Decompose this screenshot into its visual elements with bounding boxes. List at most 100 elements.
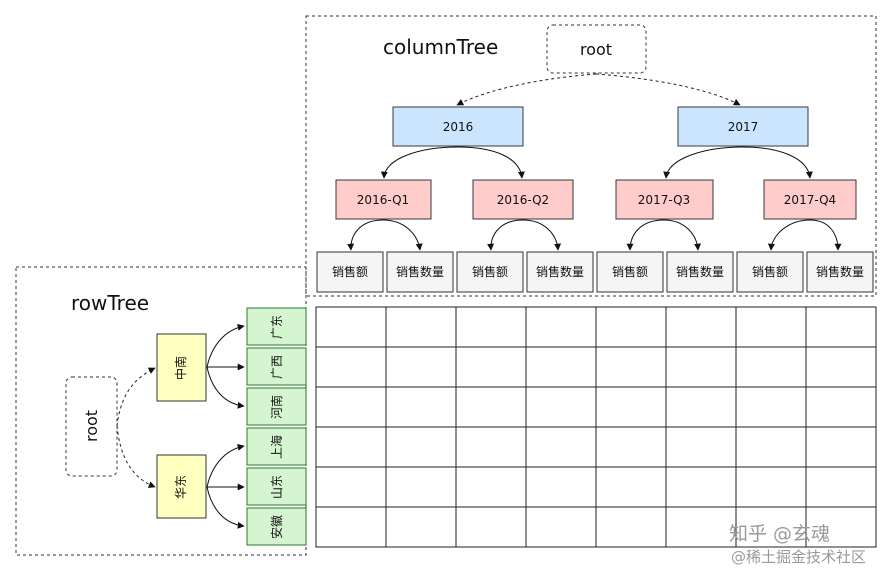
row-root-edge-down xyxy=(116,425,156,488)
row-root-label: root xyxy=(82,410,101,442)
data-cell xyxy=(315,386,387,428)
data-cell xyxy=(805,346,877,388)
measure-node: 销售数量 xyxy=(526,251,594,293)
province-label: 山东 xyxy=(270,475,284,499)
measure-label: 销售额 xyxy=(612,264,648,279)
data-cell xyxy=(455,386,527,428)
data-cell xyxy=(805,386,877,428)
row-tree-title: rowTree xyxy=(71,291,149,315)
edge-2016-q1 xyxy=(380,146,459,179)
data-cell xyxy=(385,386,457,428)
quarter-node-2016-q1: 2016-Q1 xyxy=(335,179,432,220)
data-cell xyxy=(735,426,807,468)
data-cell xyxy=(595,306,667,348)
data-cell xyxy=(735,306,807,348)
measure-node: 销售数量 xyxy=(666,251,734,293)
edge-2016-q2 xyxy=(457,146,525,179)
quarter-label: 2016-Q2 xyxy=(497,193,549,207)
data-cell xyxy=(455,506,527,548)
data-cell xyxy=(455,426,527,468)
year-node-2016: 2016 xyxy=(392,106,524,147)
quarter-node-2016-q2: 2016-Q2 xyxy=(472,179,574,220)
province-label: 上海 xyxy=(269,435,284,459)
data-cell-grid xyxy=(315,306,877,548)
measure-label: 销售额 xyxy=(752,264,788,279)
data-cell xyxy=(385,346,457,388)
measure-label: 销售数量 xyxy=(396,264,444,279)
province-label: 河南 xyxy=(269,395,284,419)
measure-nodes: 销售额 销售数量 销售额 销售数量 销售额 销售数量 销售额 销售数量 xyxy=(316,251,874,293)
data-cell xyxy=(385,426,457,468)
measure-label: 销售数量 xyxy=(816,264,864,279)
measure-label: 销售数量 xyxy=(676,264,724,279)
data-cell xyxy=(455,306,527,348)
quarter-label: 2017-Q4 xyxy=(784,193,836,207)
watermark-line-2: @稀土掘金技术社区 xyxy=(731,548,866,566)
data-cell xyxy=(385,306,457,348)
data-cell xyxy=(805,426,877,468)
data-cell xyxy=(525,386,597,428)
region-node-zhongnan: 中南 xyxy=(156,333,207,402)
data-cell xyxy=(315,466,387,508)
data-cell xyxy=(315,306,387,348)
data-cell xyxy=(805,506,877,548)
region-label: 中南 xyxy=(173,356,188,380)
edge-2017-q3 xyxy=(663,146,744,179)
data-cell xyxy=(525,506,597,548)
province-node: 河南 xyxy=(246,387,307,426)
data-cell xyxy=(315,426,387,468)
region-province-edges xyxy=(206,323,245,529)
year-node-2017: 2017 xyxy=(677,106,809,147)
province-node: 上海 xyxy=(246,427,307,466)
data-cell xyxy=(595,466,667,508)
province-nodes: 广东 广西 河南 上海 山东 安徽 xyxy=(246,307,307,546)
column-root-node: root xyxy=(546,24,647,74)
measure-label: 销售额 xyxy=(472,264,508,279)
measure-node: 销售数量 xyxy=(806,251,874,293)
data-cell xyxy=(455,346,527,388)
year-label: 2016 xyxy=(443,120,474,134)
province-label: 广西 xyxy=(270,355,284,379)
data-cell xyxy=(525,466,597,508)
measure-node: 销售额 xyxy=(456,251,524,293)
data-cell xyxy=(315,506,387,548)
quarter-label: 2016-Q1 xyxy=(357,193,409,207)
data-cell xyxy=(595,386,667,428)
data-cell xyxy=(525,346,597,388)
measure-node: 销售数量 xyxy=(386,251,454,293)
province-node: 安徽 xyxy=(246,507,307,546)
data-cell xyxy=(665,346,737,388)
column-root-edge-left xyxy=(456,73,597,106)
column-root-label: root xyxy=(580,40,612,59)
row-root-node: root xyxy=(65,376,118,477)
column-root-edge-right xyxy=(595,73,741,106)
region-label: 华东 xyxy=(174,475,188,499)
data-cell xyxy=(665,506,737,548)
province-node: 广东 xyxy=(246,307,307,346)
data-cell xyxy=(525,306,597,348)
data-cell xyxy=(665,466,737,508)
province-label: 安徽 xyxy=(269,515,284,539)
data-cell xyxy=(595,426,667,468)
quarter-node-2017-q4: 2017-Q4 xyxy=(763,179,857,220)
data-cell xyxy=(735,506,807,548)
quarter-label: 2017-Q3 xyxy=(638,193,690,207)
data-cell xyxy=(735,466,807,508)
data-cell xyxy=(665,386,737,428)
data-cell xyxy=(595,506,667,548)
data-cell xyxy=(805,306,877,348)
row-root-edge-up xyxy=(116,367,156,427)
measure-node: 销售额 xyxy=(596,251,664,293)
province-node: 山东 xyxy=(246,467,307,506)
region-node-huadong: 华东 xyxy=(156,454,207,519)
data-cell xyxy=(385,506,457,548)
quarter-node-2017-q3: 2017-Q3 xyxy=(615,179,714,220)
data-cell xyxy=(315,346,387,388)
watermark: 知乎 @玄魂 @稀土掘金技术社区 xyxy=(729,523,866,566)
data-cell xyxy=(525,426,597,468)
data-cell xyxy=(665,306,737,348)
edge-2017-q4 xyxy=(742,146,813,179)
column-tree-title: columnTree xyxy=(383,35,498,59)
measure-node: 销售额 xyxy=(316,251,384,293)
